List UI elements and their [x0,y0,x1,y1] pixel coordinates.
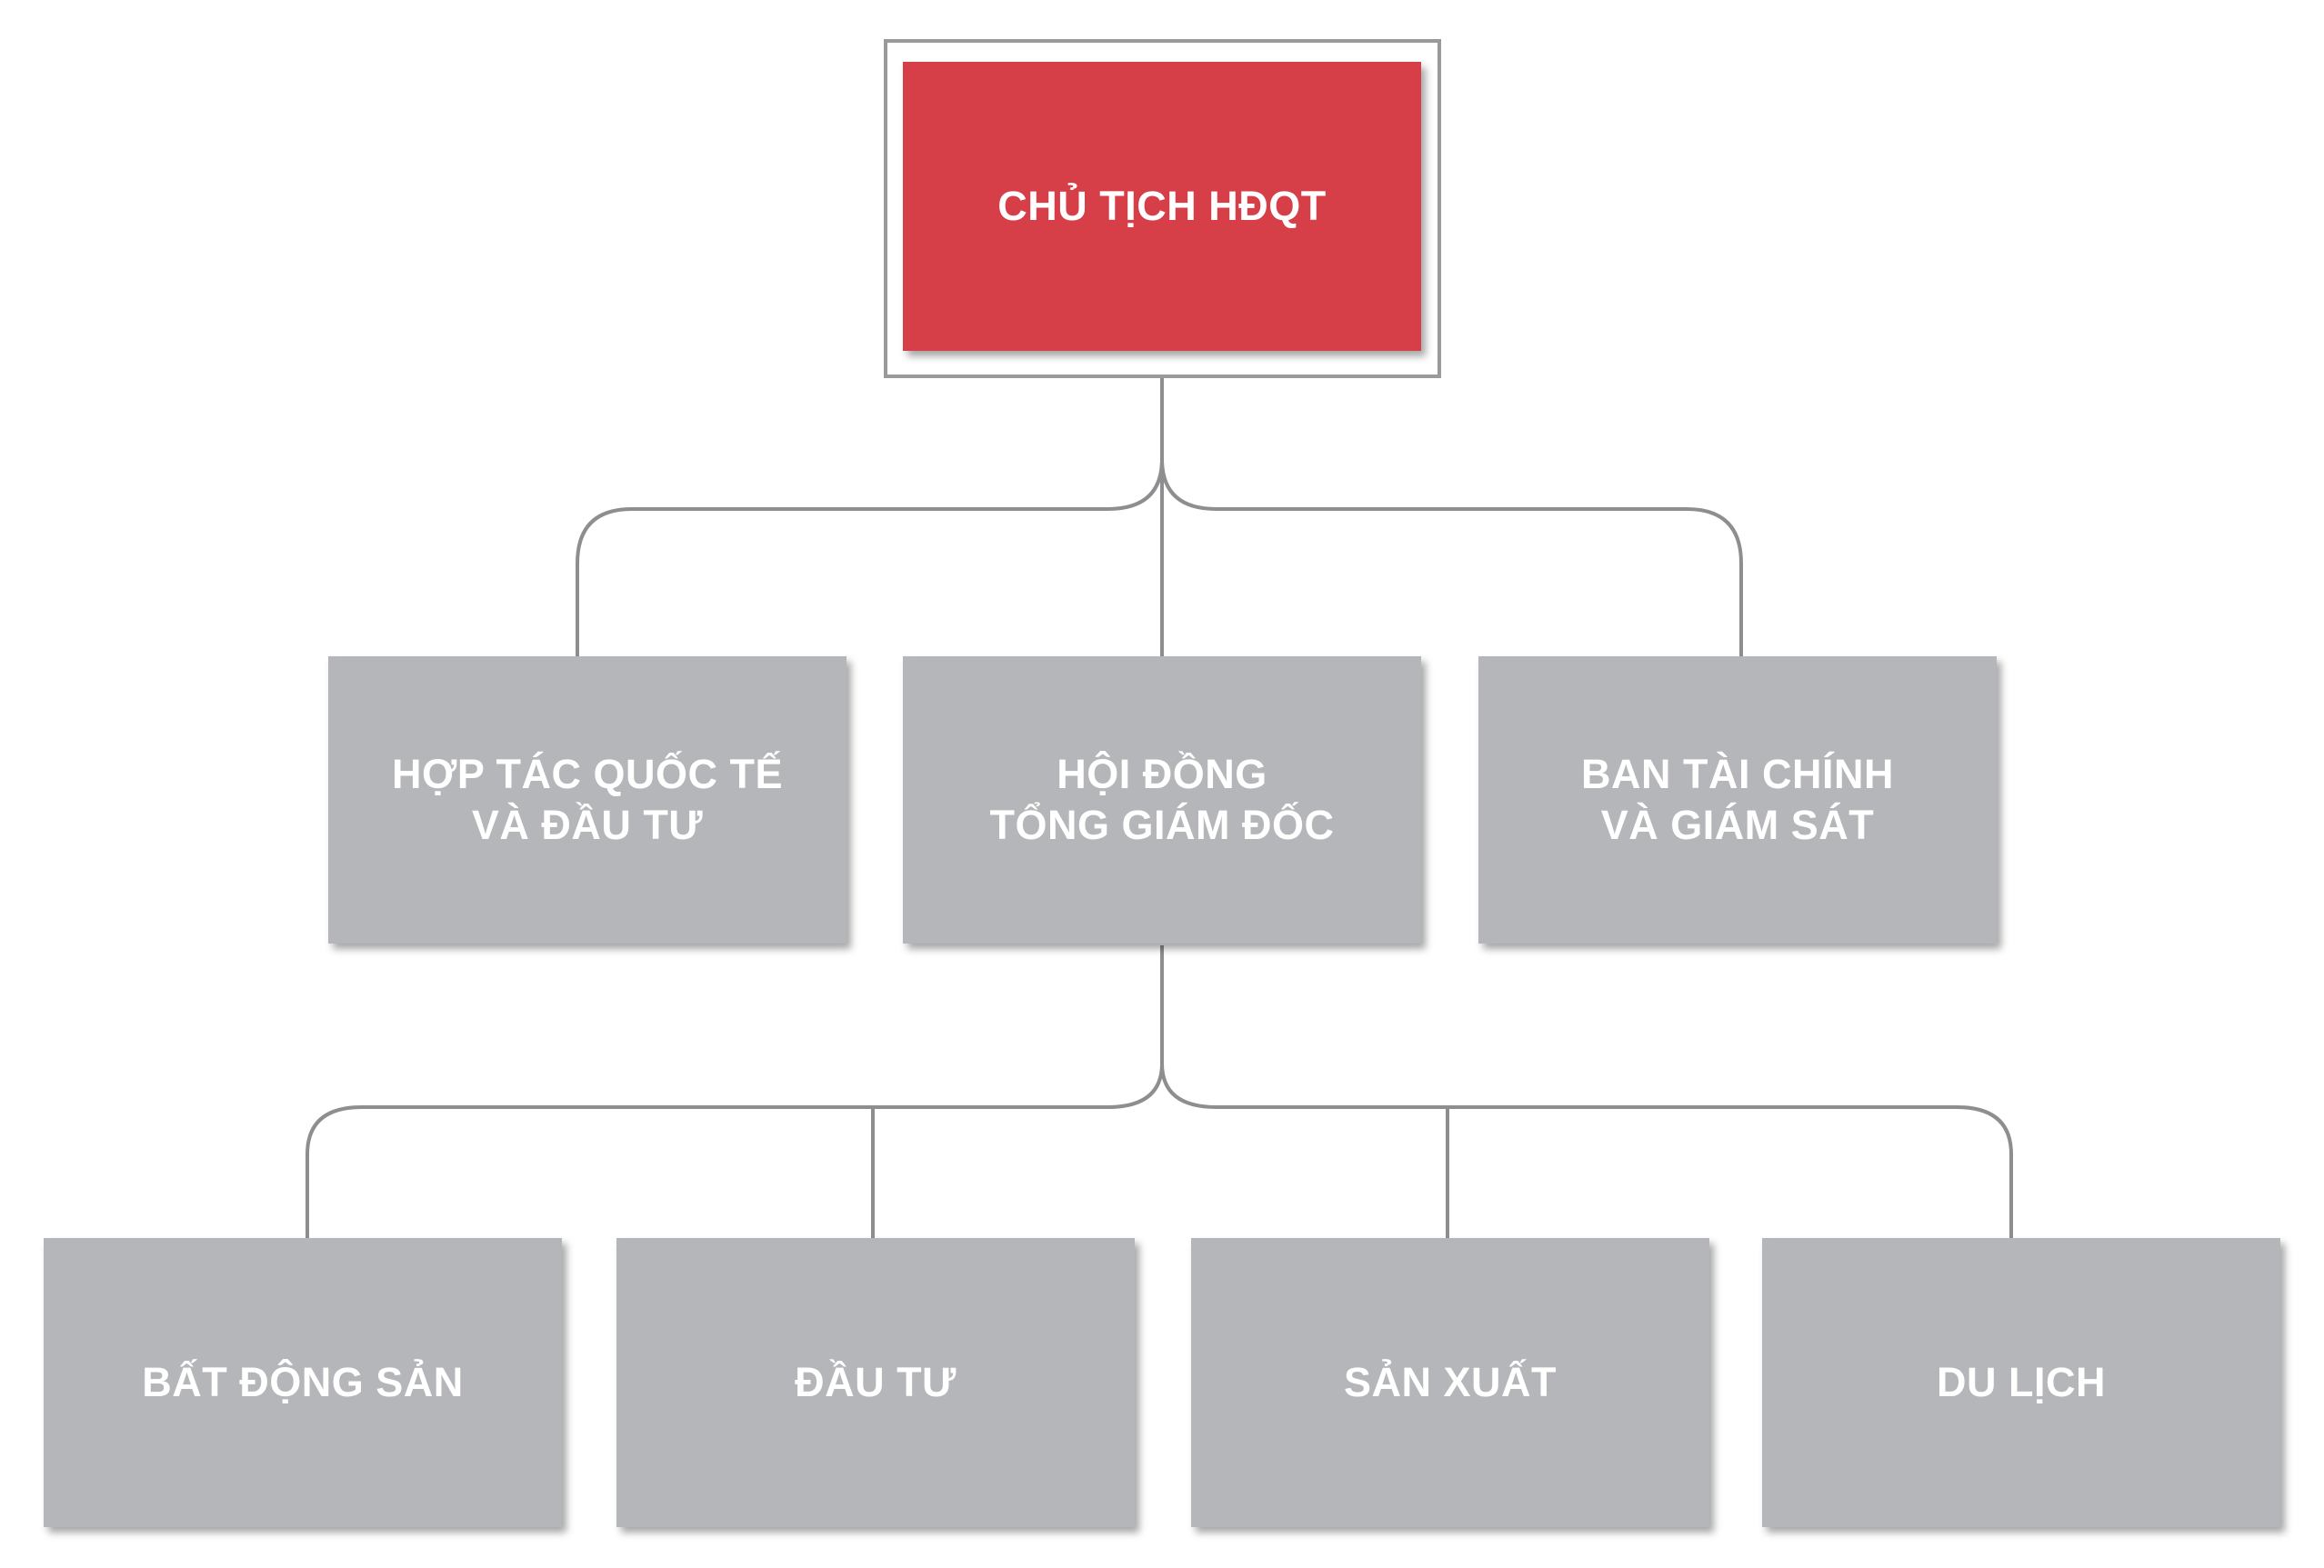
node-finance-supervision: BAN TÀI CHÍNH VÀ GIÁM SÁT [1478,656,1997,944]
node-label: ĐẦU TƯ [795,1359,957,1405]
node-real-estate: BẤT ĐỘNG SẢN [44,1238,562,1527]
node-label: DU LỊCH [1937,1359,2106,1405]
node-manufacturing: SẢN XUẤT [1191,1238,1709,1527]
top-node-chairman: CHỦ TỊCH HĐQT [903,62,1421,351]
node-label-line1: HỘI ĐỒNG [1057,751,1267,797]
top-node-label: CHỦ TỊCH HĐQT [997,183,1327,229]
node-international-cooperation: HỢP TÁC QUỐC TẾ VÀ ĐẦU TƯ [328,656,846,944]
node-label: SẢN XUẤT [1343,1359,1557,1405]
connector-top-right [1160,458,1743,659]
node-label-line2: VÀ GIÁM SÁT [1600,802,1875,848]
node-label-line2: VÀ ĐẦU TƯ [471,802,704,848]
connector-top-left [576,458,1164,659]
node-label: BẤT ĐỘNG SẢN [142,1359,464,1405]
connector-mid-right [1160,1063,2013,1238]
node-general-directors-board: HỘI ĐỒNG TỔNG GIÁM ĐỐC [903,656,1421,944]
node-tourism: DU LỊCH [1762,1238,2280,1527]
node-label-line1: BAN TÀI CHÍNH [1581,751,1894,797]
connector-mid-left [306,1063,1164,1238]
node-investment: ĐẦU TƯ [616,1238,1135,1527]
node-label-line2: TỔNG GIÁM ĐỐC [989,802,1335,848]
node-label-line1: HỢP TÁC QUỐC TẾ [391,751,784,797]
